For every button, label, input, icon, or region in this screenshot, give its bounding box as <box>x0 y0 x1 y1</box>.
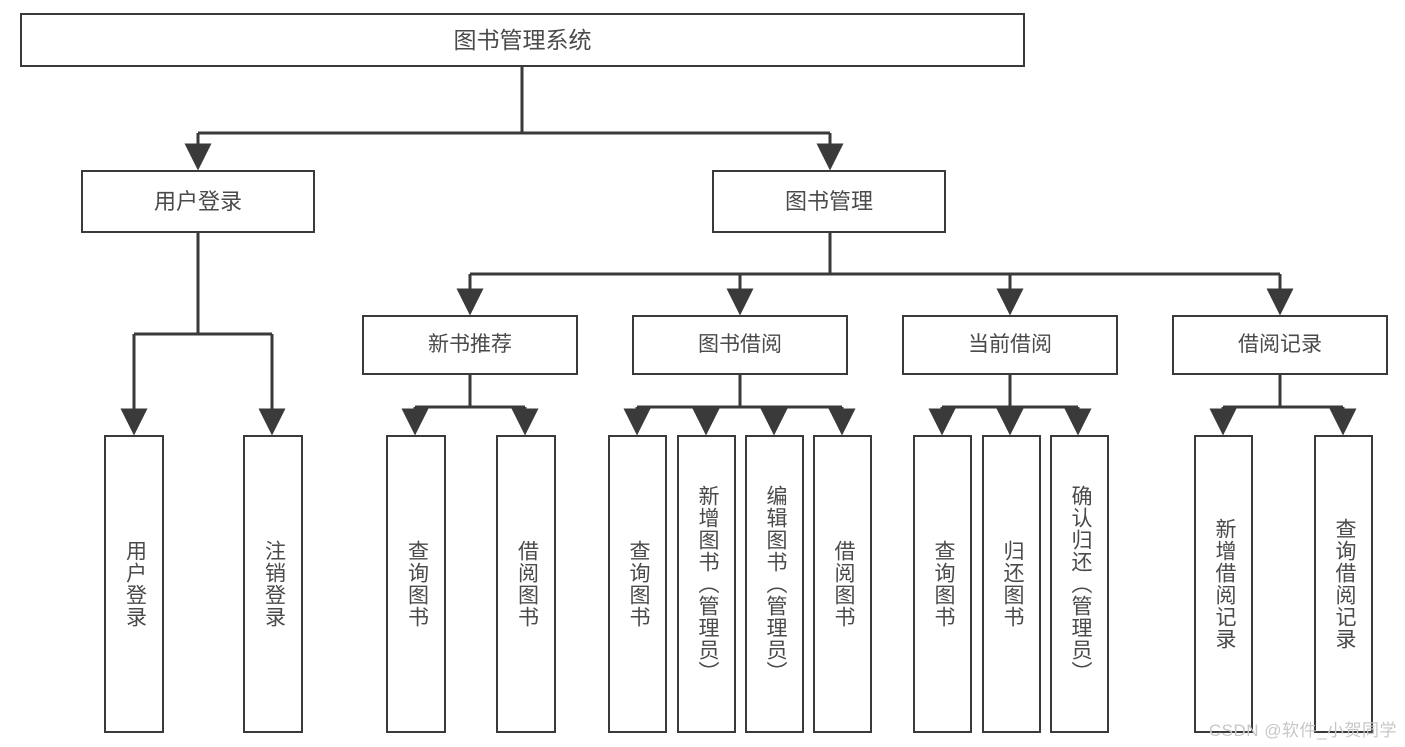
leaf-user-login-signout[interactable]: 注销登录 <box>243 435 303 733</box>
leaf-label: 注销登录 <box>262 540 286 628</box>
leaf-current-borrow-query[interactable]: 查询图书 <box>913 435 972 733</box>
node-user-login[interactable]: 用户登录 <box>81 170 315 233</box>
leaf-borrow-record-query[interactable]: 查询借阅记录 <box>1314 435 1373 733</box>
leaf-label: 借阅图书 <box>831 540 855 628</box>
leaf-label: 归还图书 <box>1000 540 1024 628</box>
leaf-book-borrow-borrow[interactable]: 借阅图书 <box>813 435 872 733</box>
leaf-label: 用户登录 <box>123 540 147 628</box>
node-book-manage[interactable]: 图书管理 <box>712 170 946 233</box>
leaf-label: 新增图书（管理员） <box>695 485 719 683</box>
node-root-label: 图书管理系统 <box>453 26 592 53</box>
node-current-borrow-label: 当前借阅 <box>968 332 1052 356</box>
node-book-manage-label: 图书管理 <box>784 188 873 214</box>
leaf-label: 借阅图书 <box>515 540 539 628</box>
node-new-book-recommend-label: 新书推荐 <box>428 332 512 356</box>
leaf-label: 确认归还（管理员） <box>1068 485 1092 683</box>
leaf-label: 新增借阅记录 <box>1212 518 1236 650</box>
node-user-login-label: 用户登录 <box>153 188 242 214</box>
node-root[interactable]: 图书管理系统 <box>20 13 1025 67</box>
leaf-current-borrow-confirm-return[interactable]: 确认归还（管理员） <box>1050 435 1109 733</box>
node-new-book-recommend[interactable]: 新书推荐 <box>362 315 578 375</box>
leaf-new-book-borrow[interactable]: 借阅图书 <box>496 435 556 733</box>
leaf-book-borrow-add[interactable]: 新增图书（管理员） <box>677 435 736 733</box>
leaf-borrow-record-add[interactable]: 新增借阅记录 <box>1194 435 1253 733</box>
node-current-borrow[interactable]: 当前借阅 <box>902 315 1118 375</box>
node-borrow-record[interactable]: 借阅记录 <box>1172 315 1388 375</box>
node-book-borrow[interactable]: 图书借阅 <box>632 315 848 375</box>
csdn-watermark: CSDN @软件_小贺同学 <box>1208 721 1397 740</box>
leaf-label: 编辑图书（管理员） <box>763 485 787 683</box>
leaf-current-borrow-return[interactable]: 归还图书 <box>982 435 1041 733</box>
leaf-new-book-query[interactable]: 查询图书 <box>386 435 446 733</box>
leaf-book-borrow-edit[interactable]: 编辑图书（管理员） <box>745 435 804 733</box>
leaf-book-borrow-query[interactable]: 查询图书 <box>608 435 667 733</box>
leaf-label: 查询图书 <box>931 540 955 628</box>
leaf-user-login-signin[interactable]: 用户登录 <box>104 435 164 733</box>
leaf-label: 查询图书 <box>626 540 650 628</box>
node-borrow-record-label: 借阅记录 <box>1238 332 1322 356</box>
leaf-label: 查询图书 <box>405 540 429 628</box>
leaf-label: 查询借阅记录 <box>1332 518 1356 650</box>
node-book-borrow-label: 图书借阅 <box>698 332 782 356</box>
